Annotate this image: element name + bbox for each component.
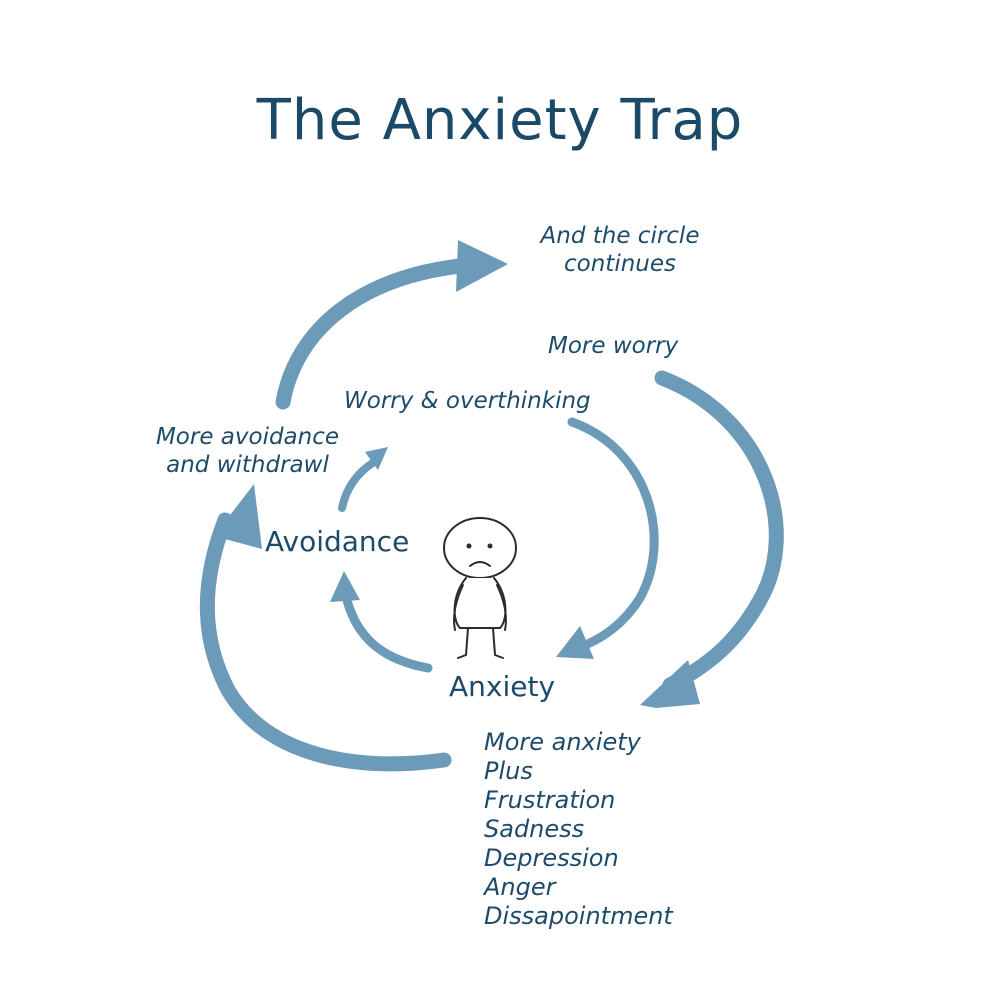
label-worry-overthinking: Worry & overthinking <box>344 388 591 414</box>
arrow-outer-right <box>654 370 784 693</box>
label-more-worry: More worry <box>548 333 679 359</box>
list-item: Anger <box>484 873 556 901</box>
arrow-inner-right <box>567 417 659 653</box>
list-item: Sadness <box>484 815 585 843</box>
arrowhead-outer-right <box>640 660 700 708</box>
arrowhead-inner-right <box>556 626 594 659</box>
arrow-inner-top <box>338 458 378 512</box>
label-more-avoidance-line2: and withdrawl <box>166 452 329 479</box>
arrowhead-outer-top <box>456 240 508 292</box>
diagram-title: The Anxiety Trap <box>256 88 744 153</box>
label-circle-continues: And the circle continues <box>525 222 715 278</box>
label-circle-continues-line2: continues <box>564 251 676 278</box>
list-item: Depression <box>484 844 619 872</box>
list-item: More anxiety <box>484 728 641 756</box>
arrow-outer-left <box>199 512 452 772</box>
label-circle-continues-line1: And the circle <box>540 223 700 249</box>
label-more-avoidance: More avoidance and withdrawl <box>150 423 345 479</box>
list-item: Dissapointment <box>484 902 673 930</box>
arrow-outer-top <box>275 257 478 410</box>
sad-stick-figure-icon <box>443 517 517 659</box>
arrow-inner-left <box>340 587 433 673</box>
label-anxiety: Anxiety <box>449 670 556 703</box>
label-more-avoidance-line1: More avoidance <box>155 424 340 450</box>
list-item: Frustration <box>484 786 616 814</box>
label-more-anxiety-list: More anxiety Plus Frustration Sadness De… <box>484 728 673 931</box>
label-avoidance: Avoidance <box>265 525 410 558</box>
list-item: Plus <box>484 757 533 785</box>
arrowhead-inner-top <box>365 447 388 470</box>
arrowhead-outer-left <box>214 484 262 549</box>
arrowhead-inner-left <box>330 571 360 602</box>
